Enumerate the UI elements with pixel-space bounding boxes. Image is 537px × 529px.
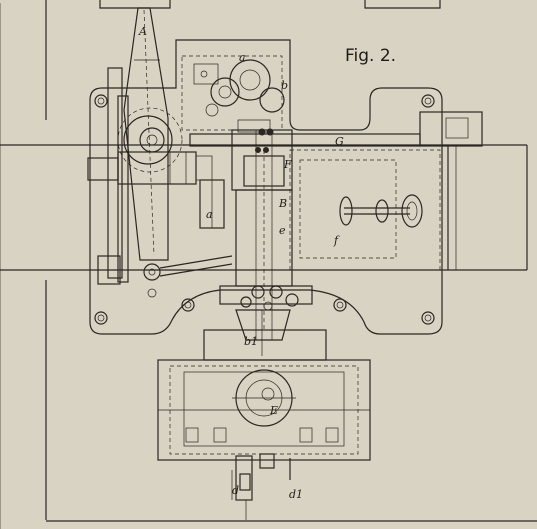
adjusting-screw (339, 194, 423, 228)
label-B: B (278, 197, 287, 210)
label-b-top: b (281, 79, 288, 92)
label-a-left: a (206, 208, 213, 221)
main-shaft (0, 144, 528, 271)
label-E: E (269, 404, 278, 417)
top-fragments (99, 0, 441, 9)
bottom-tools (231, 453, 291, 520)
left-bracket (199, 179, 225, 229)
cross-bar-G (189, 111, 483, 270)
lower-cluster (219, 285, 313, 356)
lever-A (107, 7, 169, 283)
gear-housing (181, 55, 285, 133)
label-d1: d1 (289, 488, 303, 501)
label-b1: b1 (244, 335, 258, 348)
right-housing (289, 149, 441, 271)
left-shaft-fittings (87, 151, 213, 185)
label-G: G (335, 135, 344, 148)
label-a-top: a (239, 51, 246, 64)
label-e: e (279, 224, 286, 237)
label-F: F (283, 158, 292, 171)
left-pivot (97, 255, 233, 298)
figure-title: Fig. 2. (345, 46, 396, 66)
bottom-table (157, 329, 371, 461)
label-d: d (232, 484, 239, 497)
left-eccentric (117, 107, 183, 173)
label-A: A (138, 25, 147, 38)
label-f: f (333, 234, 340, 247)
base-frame (89, 39, 443, 335)
